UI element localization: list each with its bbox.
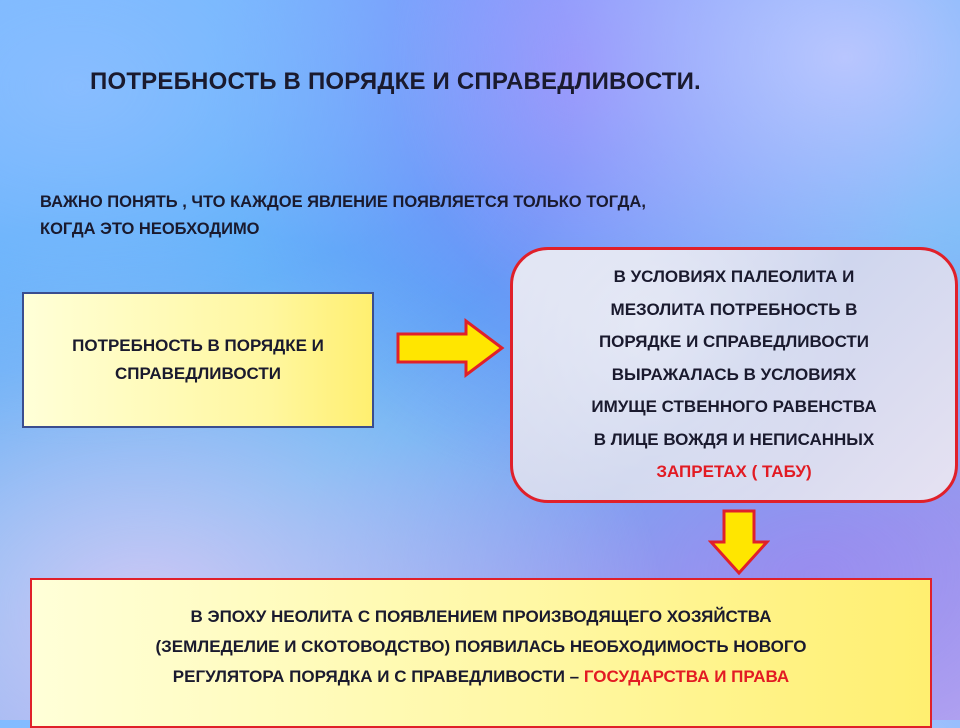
intro-line-1: ВАЖНО ПОНЯТЬ , ЧТО КАЖДОЕ ЯВЛЕНИЕ ПОЯВЛЯ… (40, 193, 646, 211)
need-box-line-2: СПРАВЕДЛИВОСТИ (114, 364, 282, 383)
slide-title: ПОТРЕБНОСТЬ В ПОРЯДКЕ И СПРАВЕДЛИВОСТИ. (90, 68, 701, 95)
neolithic-line-3-text: РЕГУЛЯТОРА ПОРЯДКА И С ПРАВЕДЛИВОСТИ – (172, 667, 584, 686)
paleolithic-line-3: ПОРЯДКЕ И СПРАВЕДЛИВОСТИ (598, 332, 870, 352)
neolithic-box: В ЭПОХУ НЕОЛИТА С ПОЯВЛЕНИЕМ ПРОИЗВОДЯЩЕ… (30, 578, 932, 728)
arrow-right-icon (396, 318, 505, 378)
intro-text: ВАЖНО ПОНЯТЬ , ЧТО КАЖДОЕ ЯВЛЕНИЕ ПОЯВЛЯ… (40, 189, 880, 243)
paleolithic-line-1: В УСЛОВИЯХ ПАЛЕОЛИТА И (613, 267, 855, 287)
neolithic-line-1: В ЭПОХУ НЕОЛИТА С ПОЯВЛЕНИЕМ ПРОИЗВОДЯЩЕ… (190, 607, 772, 626)
neolithic-line-3: РЕГУЛЯТОРА ПОРЯДКА И С ПРАВЕДЛИВОСТИ – Г… (42, 662, 920, 692)
paleolithic-line-6: В ЛИЦЕ ВОЖДЯ И НЕПИСАННЫХ (593, 429, 875, 449)
intro-line-2: КОГДА ЭТО НЕОБХОДИМО (40, 220, 260, 238)
state-and-law-highlight: ГОСУДАРСТВА И ПРАВА (583, 667, 790, 686)
paleolithic-line-5: ИМУЩЕ СТВЕННОГО РАВЕНСТВА (591, 397, 877, 417)
need-box: ПОТРЕБНОСТЬ В ПОРЯДКЕ И СПРАВЕДЛИВОСТИ (22, 292, 374, 428)
neolithic-line-2: (ЗЕМЛЕДЕЛИЕ И СКОТОВОДСТВО) ПОЯВИЛАСЬ НЕ… (155, 637, 807, 656)
paleolithic-line-4: ВЫРАЖАЛАСЬ В УСЛОВИЯХ (611, 364, 857, 384)
paleolithic-line-2: МЕЗОЛИТА ПОТРЕБНОСТЬ В (610, 299, 858, 319)
taboo-highlight: ЗАПРЕТАХ ( ТАБУ) (656, 462, 812, 482)
arrow-down-icon (708, 509, 770, 576)
paleolithic-box: В УСЛОВИЯХ ПАЛЕОЛИТА И МЕЗОЛИТА ПОТРЕБНО… (510, 247, 958, 503)
need-box-line-1: ПОТРЕБНОСТЬ В ПОРЯДКЕ И (72, 336, 324, 355)
